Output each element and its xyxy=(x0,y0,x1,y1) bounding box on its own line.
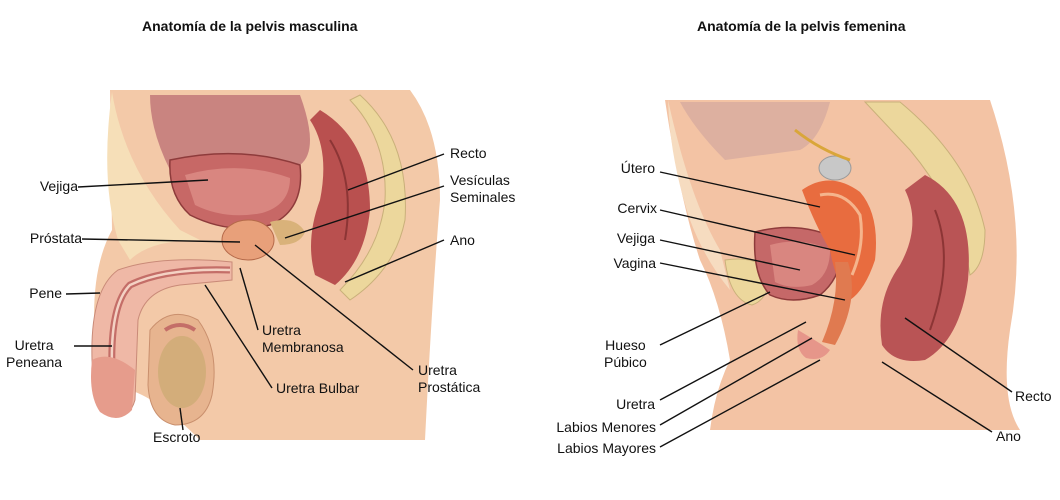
female-vagina-shape xyxy=(822,262,852,345)
leader-prostata xyxy=(81,238,241,243)
label-utero: Útero xyxy=(620,160,655,176)
female-ovary-shape xyxy=(818,155,852,181)
label-uretra-bulbar: Uretra Bulbar xyxy=(276,380,360,396)
label-uretra-f: Uretra xyxy=(616,396,655,412)
label-escroto: Escroto xyxy=(153,429,201,445)
leader-ano-f xyxy=(881,361,993,433)
leader-vejiga-f xyxy=(659,239,801,271)
leader-uretra-membranosa xyxy=(239,267,259,331)
label-labios-mayores: Labios Mayores xyxy=(557,440,656,456)
leader-uretra-bulbar xyxy=(204,284,273,389)
leader-hueso-pubico xyxy=(659,291,771,346)
leader-pene xyxy=(65,292,101,295)
female-labia-shape xyxy=(797,330,830,359)
male-testis-shape xyxy=(158,336,206,408)
label-recto: Recto xyxy=(450,145,487,161)
leader-recto-f xyxy=(904,317,1013,393)
label-ano-f: Ano xyxy=(996,428,1021,444)
label-prostata: Próstata xyxy=(29,230,82,246)
leader-uretra-f xyxy=(659,321,807,401)
female-pelvic-muscle xyxy=(680,102,830,160)
male-glans-shape xyxy=(91,356,135,419)
leader-vejiga xyxy=(77,179,209,188)
label-labios-menores: Labios Menores xyxy=(556,419,656,435)
label-ano: Ano xyxy=(450,232,475,248)
label-pene: Pene xyxy=(29,285,62,301)
female-pelvis-title: Anatomía de la pelvis femenina xyxy=(697,18,906,34)
label-vagina: Vagina xyxy=(613,255,656,271)
leader-vagina xyxy=(659,262,846,301)
leader-vesiculas xyxy=(284,185,445,239)
female-pelvis-illustration xyxy=(665,100,1020,430)
label-cervix: Cervix xyxy=(617,200,657,216)
leader-cervix xyxy=(659,209,856,256)
male-pelvis-title: Anatomía de la pelvis masculina xyxy=(142,18,358,34)
leader-uretra-prostatica xyxy=(254,244,414,371)
male-pelvis-illustration xyxy=(91,90,441,440)
female-pelvis-panel: Anatomía de la pelvis femenina xyxy=(530,0,1060,500)
male-rectum-shape xyxy=(310,110,370,285)
female-abdominal-wall xyxy=(668,100,730,290)
male-abdominal-wall xyxy=(107,92,200,260)
male-sacrum xyxy=(339,94,406,301)
label-recto-f: Recto xyxy=(1015,388,1052,404)
leader-escroto xyxy=(179,407,184,431)
label-vejiga-f: Vejiga xyxy=(616,230,655,246)
leader-utero xyxy=(659,171,821,208)
leader-labios-menores xyxy=(659,337,813,426)
label-vejiga: Vejiga xyxy=(39,178,78,194)
leader-ano xyxy=(344,239,445,283)
male-pelvic-muscle xyxy=(150,95,310,170)
leader-recto xyxy=(347,153,445,191)
male-leader-lines xyxy=(65,153,445,431)
female-leader-lines xyxy=(659,171,1013,448)
leader-labios-mayores xyxy=(659,359,821,448)
male-seminal-vesicles-shape xyxy=(270,219,305,245)
female-rectum-shape xyxy=(880,175,969,361)
male-pelvis-panel: Anatomía de la pelvis masculina xyxy=(6,18,516,445)
